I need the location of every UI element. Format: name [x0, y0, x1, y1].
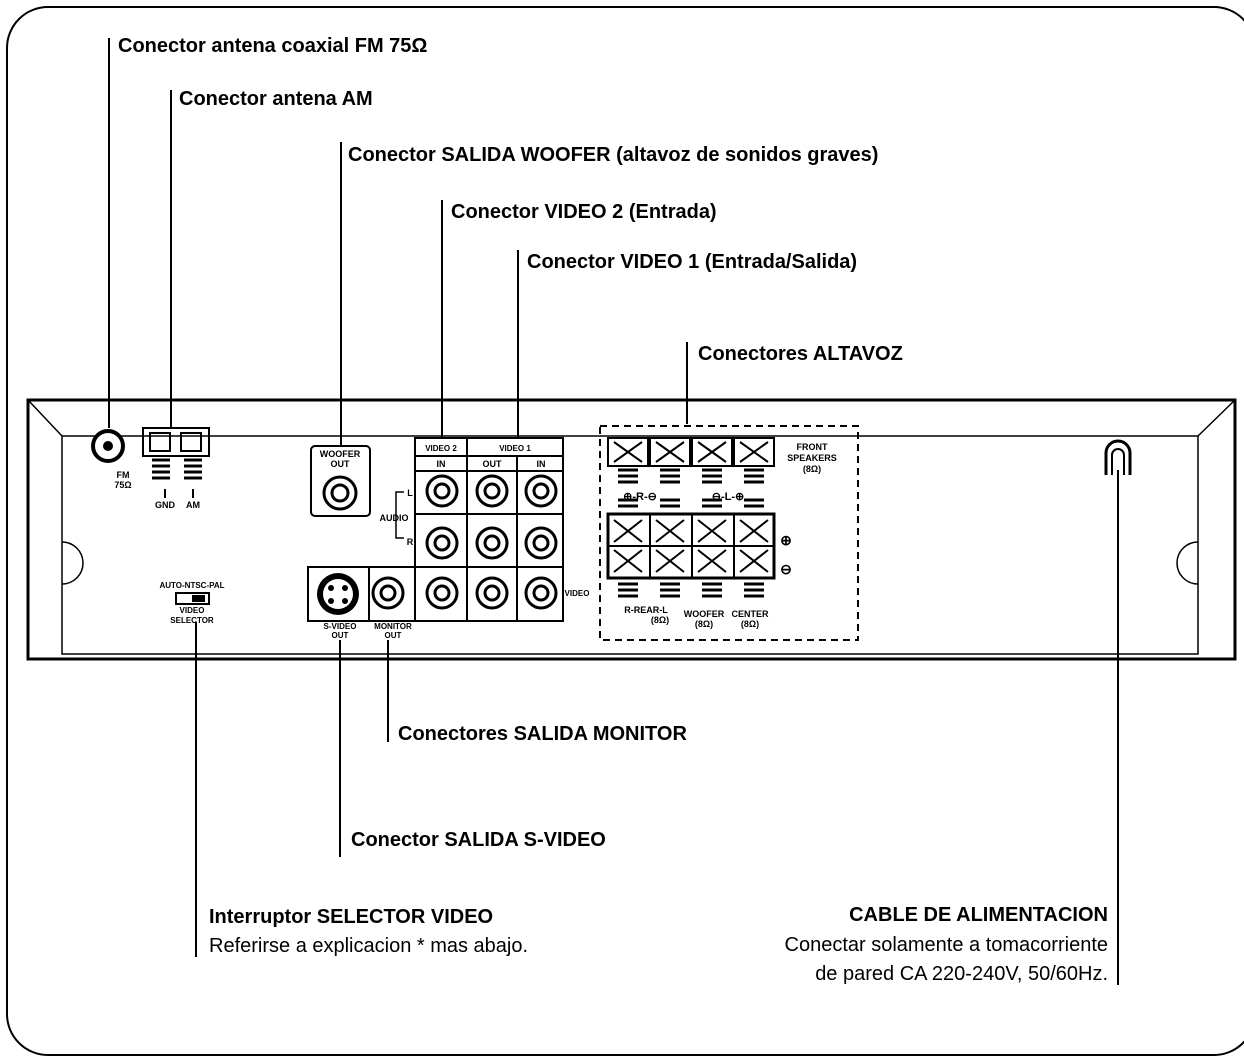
fm-label: FM: [117, 470, 130, 480]
front-polarity-r: ⊕-R-⊖: [623, 491, 657, 503]
gnd-label: GND: [155, 500, 176, 510]
selector-label-2: VIDEO: [180, 606, 205, 615]
video1-header: VIDEO 1: [499, 444, 531, 453]
callout-video1: Conector VIDEO 1 (Entrada/Salida): [527, 251, 858, 273]
woofer-out-label-1: WOOFER: [320, 449, 361, 459]
audio-bracket: [395, 491, 404, 539]
speaker-section: FRONT SPEAKERS (8Ω) ⊕-R-⊖ ⊖-L-⊕ ⊕ ⊖ R-RE…: [599, 425, 859, 641]
audio-l-label: L: [407, 488, 413, 498]
video1-out-label: OUT: [483, 459, 503, 469]
selector-label-1: AUTO-NTSC-PAL: [159, 581, 224, 590]
fm-ohm-label: 75Ω: [114, 480, 131, 490]
callout-am-antenna: Conector antena AM: [179, 88, 373, 110]
callout-fm-antenna: Conector antena coaxial FM 75Ω: [118, 35, 428, 57]
video-selector-switch: [175, 592, 210, 605]
woofer-speaker-label: WOOFER: [684, 609, 725, 619]
am-gnd-terminals: [142, 427, 210, 498]
callout-video-selector-note: Referirse a explicacion * mas abajo.: [209, 935, 529, 957]
woofer-out-jack: [310, 445, 371, 517]
fm-antenna-jack: [91, 429, 125, 463]
polarity-plus: ⊕: [780, 532, 792, 548]
callout-speakers: Conectores ALTAVOZ: [698, 343, 903, 365]
front-speakers-label-2: SPEAKERS: [787, 453, 837, 463]
svideo-jack: [317, 573, 359, 615]
callout-power-note-1: Conectar solamente a tomacorriente: [784, 934, 1109, 956]
woofer-out-label-2: OUT: [331, 459, 351, 469]
rear-label: R-REAR-L: [624, 605, 668, 615]
callout-power-note-2: de pared CA 220-240V, 50/60Hz.: [815, 963, 1108, 985]
center-label: CENTER: [731, 609, 769, 619]
leader-lines: [108, 38, 1119, 985]
front-speakers-label-1: FRONT: [797, 442, 828, 452]
monitor-out-label-2: OUT: [385, 631, 402, 640]
callout-monitor-out: Conectores SALIDA MONITOR: [398, 723, 687, 745]
callout-video2: Conector VIDEO 2 (Entrada): [451, 201, 717, 223]
rear-screws: [618, 498, 764, 598]
center-ohm: (8Ω): [741, 619, 759, 629]
audio-r-label: R: [407, 537, 414, 547]
polarity-minus: ⊖: [780, 561, 792, 577]
monitor-out-label-1: MONITOR: [374, 622, 412, 631]
woofer-speaker-ohm: (8Ω): [695, 619, 713, 629]
front-speakers-ohm: (8Ω): [803, 464, 821, 474]
front-polarity-l: ⊖-L-⊕: [712, 491, 744, 503]
front-screws: [618, 468, 764, 484]
video1-in-label: IN: [537, 459, 546, 469]
video2-header: VIDEO 2: [425, 444, 457, 453]
rca-jacks: [371, 474, 558, 610]
selector-label-3: SELECTOR: [170, 616, 214, 625]
audio-label: AUDIO: [380, 513, 409, 523]
video-row-label: VIDEO: [565, 589, 590, 598]
power-cord: [1104, 439, 1132, 475]
rear-center-woofer-terminals: [606, 512, 776, 580]
callout-power-title: CABLE DE ALIMENTACION: [849, 904, 1108, 926]
video2-in-label: IN: [437, 459, 446, 469]
svideo-out-label-1: S-VIDEO: [324, 622, 357, 631]
rear-chassis: [26, 398, 1237, 661]
callout-woofer-out: Conector SALIDA WOOFER (altavoz de sonid…: [348, 144, 879, 166]
av-jack-block: [307, 437, 564, 622]
callout-video-selector-title: Interruptor SELECTOR VIDEO: [209, 906, 494, 928]
svideo-out-label-2: OUT: [332, 631, 349, 640]
callout-svideo-out: Conector SALIDA S-VIDEO: [351, 829, 606, 851]
am-label: AM: [186, 500, 200, 510]
rear-ohm: (8Ω): [651, 615, 669, 625]
